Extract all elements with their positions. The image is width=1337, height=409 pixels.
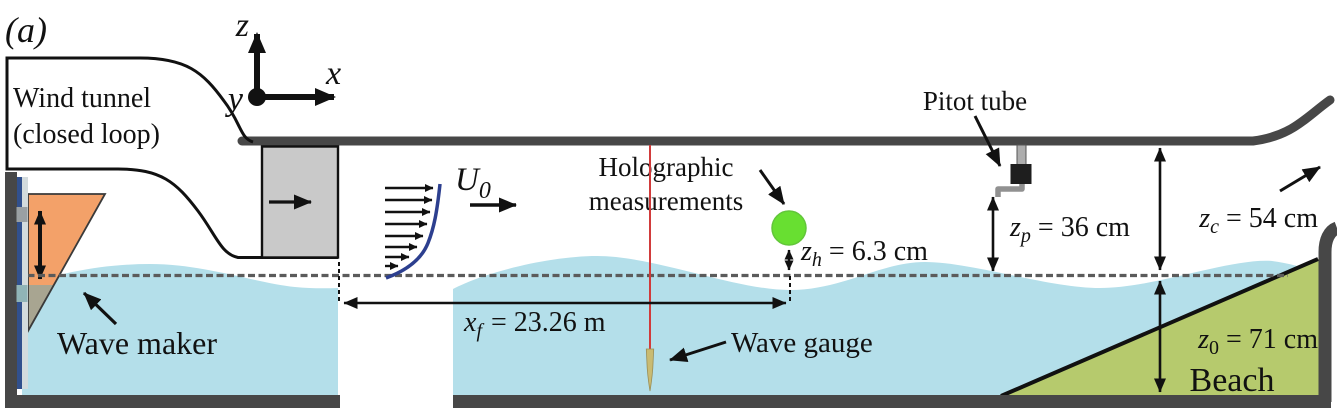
velocity-profile (385, 184, 434, 270)
panel-label: (a) (5, 10, 47, 50)
wave-maker-annotation-arrow (82, 291, 118, 326)
outlet-flow-arrow (1279, 165, 1321, 193)
wind-tunnel-label-line1: Wind tunnel (13, 83, 151, 114)
wave-gauge-label: Wave gauge (731, 327, 873, 359)
wave-maker-tab-upper (16, 207, 28, 222)
wind-tunnel-outline (5, 56, 338, 259)
holographic-label-line2: measurements (589, 186, 743, 216)
y-axis-origin-dot (248, 88, 266, 106)
zc-dimension-label: zc= 54 cm (1198, 203, 1318, 238)
pitot-body-box (1010, 164, 1032, 184)
right-wall (1318, 221, 1337, 402)
pitot-mount-stem (1016, 144, 1027, 166)
wave-maker-tab-lower (16, 285, 28, 302)
z-axis-label: z (235, 7, 249, 44)
wave-maker-label: Wave maker (57, 325, 217, 361)
z0-dimension-label: z0= 71 cm (1197, 324, 1318, 359)
holographic-measurement-marker (771, 210, 807, 246)
wave-gauge-annotation-arrow (669, 340, 727, 362)
wave-maker-guide-strip (22, 177, 28, 389)
y-axis-label: y (225, 81, 244, 118)
wave-maker-blue-strip (17, 177, 22, 389)
ceiling (237, 95, 1335, 146)
pitot-tube-label: Pitot tube (923, 86, 1027, 116)
holographic-label-line1: Holographic (599, 152, 734, 182)
wave-maker-wedge (28, 194, 105, 285)
wave-gauge-probe (645, 348, 655, 392)
zh-dimension-label: zh= 6.3 cm (800, 236, 928, 271)
pitot-annotation-arrow (973, 115, 1002, 167)
floor-left-section (5, 395, 340, 408)
left-wall (5, 172, 17, 395)
x-axis-label: x (325, 55, 341, 92)
holographic-annotation-arrow (758, 169, 786, 205)
velocity-profile-curve (385, 183, 442, 280)
coordinate-axes: z x y (225, 7, 341, 118)
beach-label: Beach (1190, 362, 1275, 399)
xf-dimension-label: xf= 23.26 m (463, 307, 606, 342)
floor-main-section (453, 395, 1331, 408)
wind-tunnel-label-line2: (closed loop) (13, 119, 160, 150)
u0-velocity-label: U0 (455, 162, 491, 204)
pitot-probe-tube (995, 184, 1025, 197)
zp-dimension-label: zp= 36 cm (1009, 212, 1130, 247)
